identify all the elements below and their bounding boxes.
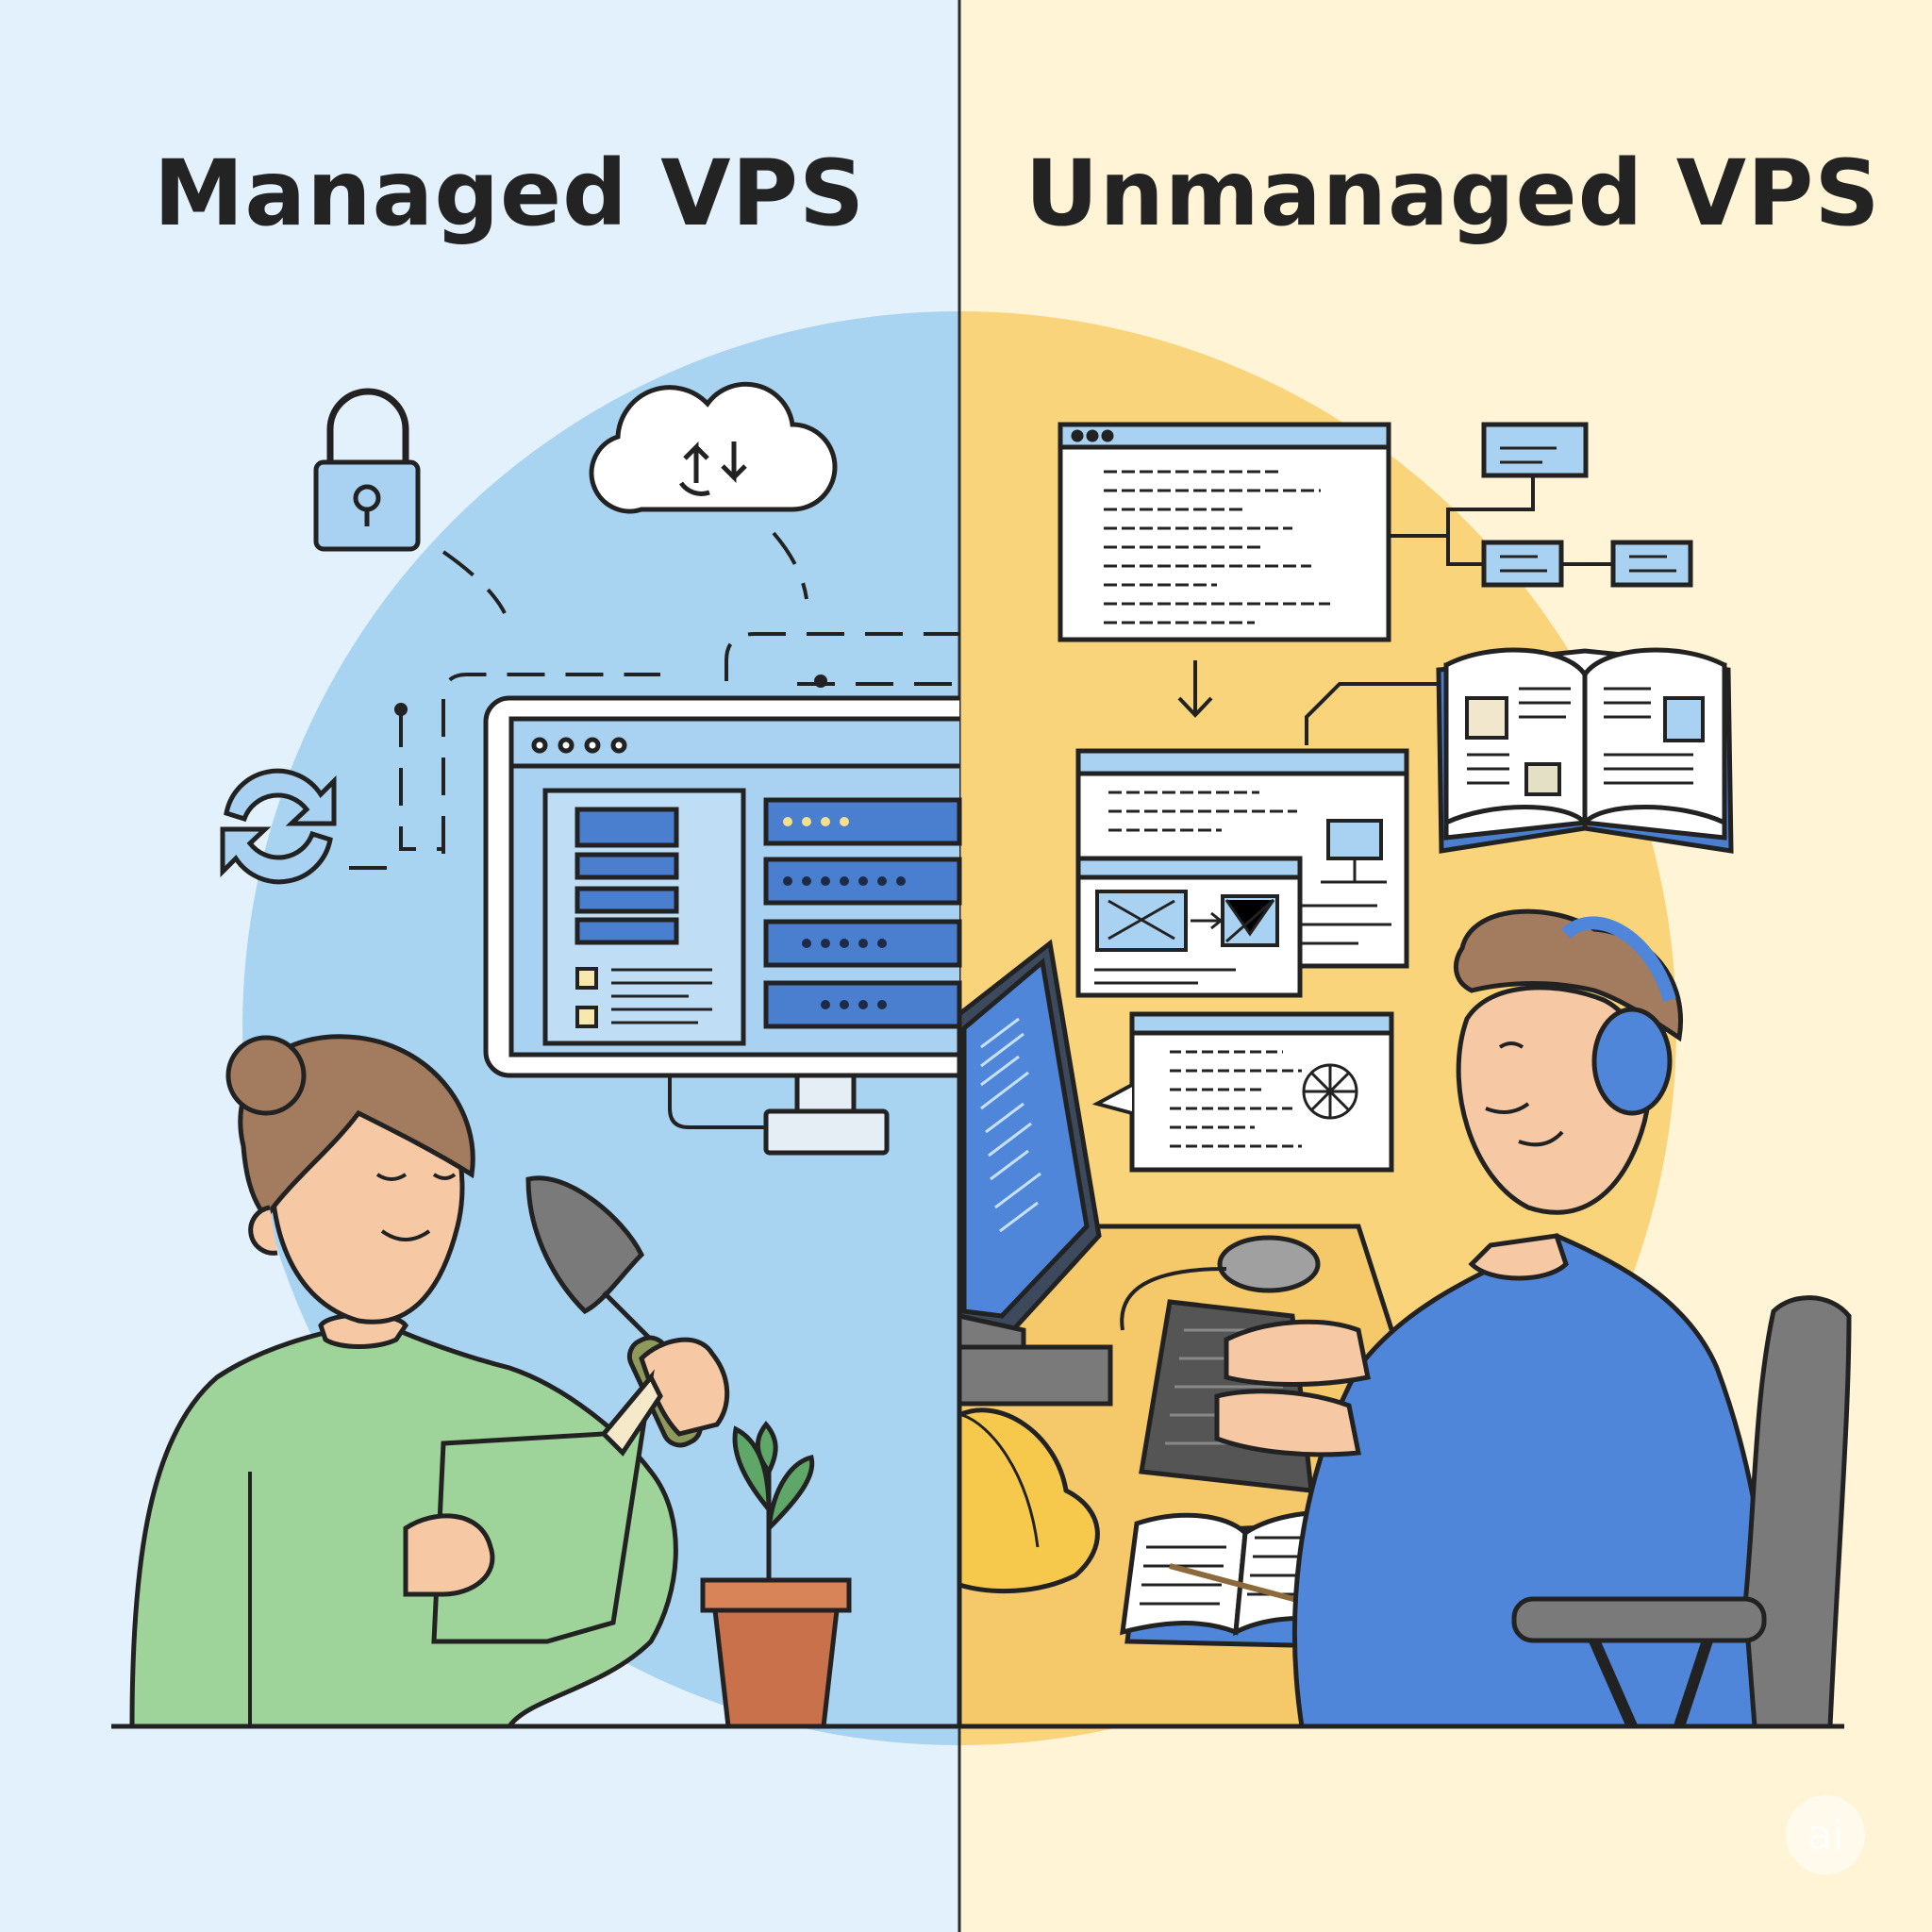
mouse — [1217, 1235, 1321, 1293]
control-panel-monitor — [483, 695, 962, 1156]
hair-bun — [225, 1035, 307, 1116]
book — [403, 1369, 663, 1644]
man-hand — [1224, 1319, 1371, 1387]
flowchart — [1389, 422, 1693, 588]
watermark-logo: ai — [1786, 1795, 1865, 1874]
hard-hat — [957, 1407, 1100, 1594]
node-dot — [394, 703, 408, 716]
man-hair — [1453, 908, 1683, 1042]
man-hand — [1214, 1389, 1361, 1457]
headphones — [1561, 916, 1676, 1003]
managed-vps-title: Managed VPS — [153, 141, 866, 246]
connector-line — [1305, 682, 1443, 745]
svg-text:ai: ai — [1807, 1811, 1843, 1859]
notebook — [1120, 1509, 1352, 1649]
node-dot — [814, 675, 827, 688]
mouse-cable — [1120, 1267, 1227, 1331]
desktop-computer — [957, 939, 1113, 1407]
unmanaged-vps-title: Unmanaged VPS — [1024, 141, 1881, 246]
settings-window — [1091, 1011, 1394, 1173]
workflow-window — [1075, 856, 1303, 998]
refresh-icon — [220, 768, 337, 885]
office-chair — [1511, 1295, 1852, 1729]
headphone-cup — [1591, 1007, 1673, 1116]
lock-icon — [313, 388, 421, 552]
arrow-down — [1177, 660, 1213, 718]
code-window — [1058, 422, 1391, 642]
plant-pot — [700, 1421, 852, 1729]
cloud-sync-icon — [589, 381, 838, 514]
open-manual — [1436, 647, 1734, 854]
